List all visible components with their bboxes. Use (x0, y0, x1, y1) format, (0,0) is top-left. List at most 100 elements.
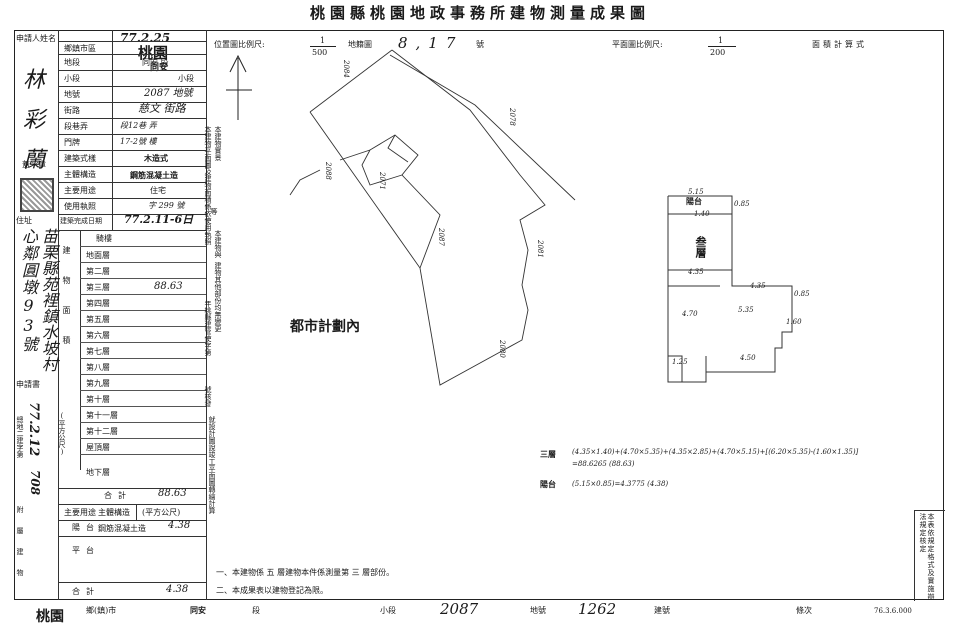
note-text: 本建物實景 (214, 126, 222, 161)
form-row-value: 木造式 (144, 153, 168, 163)
dim-label: 1.25 (672, 358, 688, 366)
bottom-subsection-suffix: 小段 (380, 606, 396, 615)
form-row-label: 主要用途 (64, 186, 96, 195)
applicant-column: 申請人姓名 林 彩 蘭 蓋章 住址 心鄰圓墩93號 苗栗縣苑裡鎮水坡村 申請書 … (14, 30, 59, 600)
total-value: 88.63 (158, 488, 187, 499)
floor-name: 第三層 (86, 283, 110, 292)
dim-label: 5.35 (738, 306, 754, 314)
form-row-value: 段12巷 弄 (120, 121, 157, 130)
parcel-label: 2078 (508, 108, 516, 126)
address-label: 住址 (16, 216, 32, 225)
form-row-label: 鄉鎮市區 (64, 44, 96, 53)
form-row-value: 小段 (178, 74, 194, 83)
calc-balcony-label: 陽台 (540, 479, 556, 489)
form-row-label: 使用執照 (64, 202, 96, 211)
floor-area: 88.63 (154, 281, 183, 292)
note-text: 等 (210, 208, 218, 215)
dim-label: 4.35 (688, 268, 704, 276)
dim-label: 4.35 (750, 282, 766, 290)
floor-name: 第六層 (86, 331, 110, 340)
calc-floor3-result: =88.6265 (88.63) (572, 460, 635, 468)
floor-plan-balcony-label: 陽台 (686, 196, 702, 206)
applicant-address: 苗栗縣苑裡鎮水坡村 (39, 228, 58, 372)
dim-label: 0.85 (794, 290, 810, 298)
applicant-name-char-3: 蘭 (23, 148, 46, 173)
parcel-label: 2071 (378, 172, 386, 190)
note-text: 本建物平面圖及建物面積係依使用執照 (204, 126, 212, 245)
form-row-value: 字 299 號 (148, 201, 185, 210)
area-calc-label: 面積計算式 (812, 40, 867, 49)
form-row-value: 慈文 街路 (138, 102, 186, 115)
application-form: 77.2.25 桃園 同安 鄉鎮市區 地段 同安 段 小段 小段 地號 2087… (16, 30, 207, 600)
floor-name: 第十一層 (86, 411, 118, 420)
form-row-value: 17-2號 樓 (120, 137, 157, 146)
floor-plan-scale-den: 200 (710, 48, 726, 57)
platform-label: 平台 (72, 546, 100, 555)
total-label: 合計 (104, 491, 132, 500)
bottom-city-stamp: 桃園 (36, 609, 64, 625)
floor-plan-outline (667, 195, 793, 383)
dim-label: 1.60 (786, 318, 802, 326)
balcony-label: 陽台 (72, 523, 100, 532)
note-text: 建物其他部份均無變更 (214, 262, 222, 332)
parcel-label: 2080 (498, 340, 506, 358)
attached-unit: (平方公尺) (142, 508, 181, 517)
floors-label: 建物面積 (62, 246, 71, 366)
footnote: 二、本成果表以建物登記為限。 (216, 586, 328, 595)
notes-column: 本建物實景 本建物平面圖及建物面積係依使用執照 等 建物其他部份均無變更 年桃縣… (204, 30, 228, 550)
building-no: 708 (28, 470, 42, 496)
floor-name: 第二層 (86, 267, 110, 276)
bottom-info-bar: 桃園 鄉(鎮)市 同安 段 小段 2087 地號 1262 建號 條次 76.3… (14, 600, 944, 628)
location-scale-den: 500 (312, 48, 328, 57)
location-scale-label: 位置圖比例尺: (214, 40, 265, 49)
floor-name: 地面層 (86, 251, 110, 260)
location-scale-num: 1 (320, 36, 326, 45)
applicant-name-char-2: 彩 (23, 108, 46, 133)
parcel-lines (289, 49, 576, 386)
map-no-label: 地籍圖 (348, 40, 372, 49)
applicant-address-col2: 心鄰圓墩93號 (19, 228, 38, 353)
balcony-structure: 鋼筋混凝土造 (98, 524, 146, 533)
floor-name: 第十層 (86, 395, 110, 404)
footnote: 一、本建物係 五 層建物本件係測量第 三 層部份。 (216, 568, 395, 577)
bottom-section-suffix: 段 (252, 606, 260, 615)
floor-name: 第五層 (86, 315, 110, 324)
floor-name: 地下層 (86, 468, 110, 477)
dim-label: 4.70 (682, 310, 698, 318)
building-no-label: 總地二建字第 (16, 416, 24, 458)
form-row-label: 地段 (64, 58, 80, 67)
applicant-label: 申請人姓名 (16, 34, 56, 43)
bottom-city-suffix: 鄉(鎮)市 (86, 606, 117, 615)
note-text: 號核發 (204, 386, 212, 407)
bottom-print-date: 76.3.6.000 (874, 607, 912, 615)
dim-label: 1.40 (694, 210, 710, 218)
city-stamp: 桃園 (138, 44, 169, 62)
floor-name: 第八層 (86, 363, 110, 372)
attached-usage-label: 主要用途 (64, 508, 96, 517)
applicant-name-char-1: 林 (23, 68, 46, 93)
map-no: 8,17 (398, 34, 464, 52)
form-row-label: 建築完成日期 (60, 217, 102, 225)
bottom-building-no: 1262 (578, 600, 617, 618)
attached-structure-label: 主體構造 (98, 508, 130, 517)
floor-name: 第四層 (86, 299, 110, 308)
side-note: 本表依規定格式及實施辦法規定核定 (919, 513, 935, 601)
floor-name: 騎樓 (96, 234, 112, 243)
parcel-label: 2081 (536, 240, 544, 258)
township-stamp: 同安 (150, 63, 169, 73)
form-row-value: 住宅 (150, 186, 166, 195)
parcel-label: 2088 (324, 162, 332, 180)
application-date-label: 申請書 (16, 380, 40, 389)
parcel-label: 2087 (437, 228, 445, 246)
attached-total: 4.38 (166, 584, 189, 595)
document-frame (14, 30, 944, 600)
floor-plan-scale-label: 平面圖比例尺: (612, 40, 663, 49)
attached-label: 附屬建物 (16, 506, 24, 590)
form-row-value: 77.2.11-6日 (124, 213, 194, 226)
form-row-label: 門牌 (64, 138, 80, 147)
floor-name: 第九層 (86, 379, 110, 388)
dim-label: 5.15 (688, 188, 704, 196)
note-text: 就設計圖說竣工平面圖轉繪計算 (208, 416, 216, 514)
form-row-label: 小段 (64, 74, 80, 83)
